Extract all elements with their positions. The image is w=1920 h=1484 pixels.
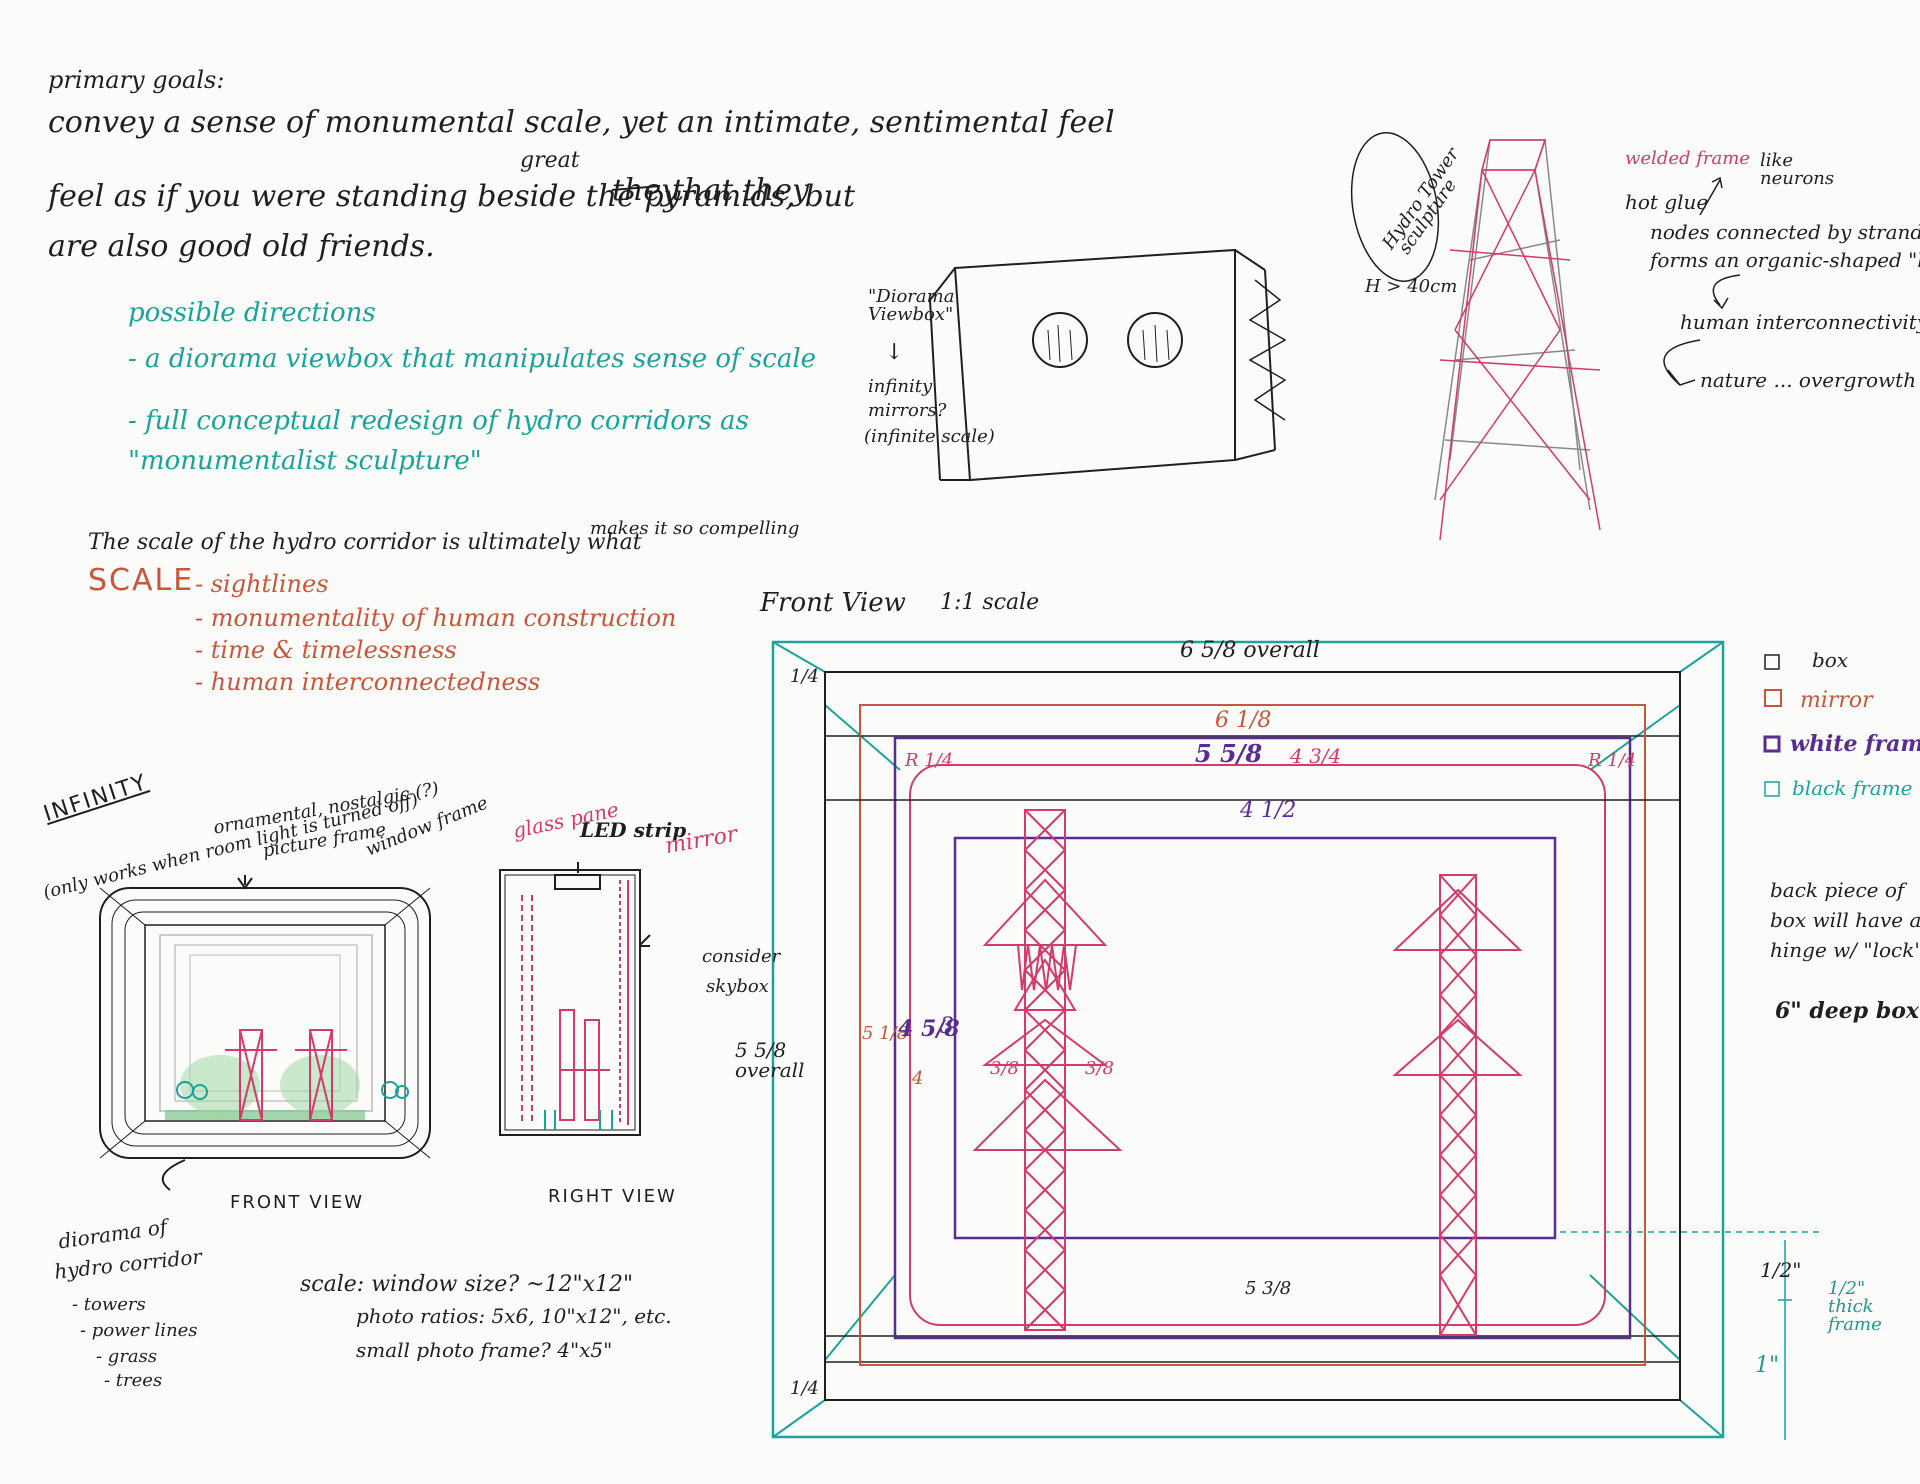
- dim-three-eighths-left: 3/8: [990, 1058, 1019, 1079]
- goal-line-2a: feel as if you were standing beside the …: [48, 179, 856, 214]
- viewbox-label: "Diorama Viewbox": [868, 286, 955, 325]
- scale-item-4: - human interconnectedness: [195, 668, 541, 696]
- label-consider: consider: [702, 946, 781, 967]
- legend-box: box: [1812, 648, 1849, 672]
- dim-left-window: 4: [912, 1068, 924, 1089]
- viewbox-sketch: [929, 248, 1287, 482]
- scale-item-2: - monumentality of human construction: [195, 604, 677, 632]
- tower-lattice: forms an organic-shaped "lattice": [1650, 248, 1920, 272]
- depth-note: 6" deep box: [1775, 998, 1920, 1024]
- scale-note-1: scale: window size? ~12"x12": [300, 1272, 634, 1297]
- front-view-title: Front View: [760, 588, 906, 618]
- dim-left-frame: 4 5/8: [898, 1016, 960, 1042]
- dim-mirror-width: 6 1/8: [1215, 708, 1272, 733]
- goal-line-1: convey a sense of monumental scale, yet …: [48, 105, 1115, 140]
- directions-heading: possible directions: [128, 298, 376, 328]
- dim-overall-width: 6 5/8 overall: [1180, 638, 1320, 663]
- goal-insert-great: great: [520, 148, 580, 173]
- viewbox-note-1: infinity: [868, 376, 933, 397]
- tower-human: human interconnectivity,: [1680, 310, 1920, 334]
- tower-neurons: like neurons: [1760, 150, 1835, 189]
- dim-half-frame: 1/2" thick frame: [1828, 1278, 1882, 1335]
- diorama-label-5: - grass: [96, 1346, 158, 1367]
- viewbox-arrow: ↓: [885, 340, 904, 365]
- dim-quarter-top: 1/4: [790, 666, 819, 687]
- tower-nodes: nodes connected by strands: [1650, 220, 1920, 244]
- dim-one: 1": [1755, 1353, 1780, 1378]
- back-note-3: hinge w/ "lock": [1770, 938, 1920, 962]
- scale-note-3: small photo frame? 4"x5": [356, 1338, 613, 1362]
- goal-line-2b: that they: [672, 173, 809, 208]
- dim-quarter-bottom: 1/4: [790, 1378, 819, 1399]
- tower-welded: welded frame: [1625, 148, 1750, 169]
- dim-left-mirror: 5 1/8: [862, 1023, 909, 1044]
- diorama-label-4: - power lines: [80, 1320, 198, 1341]
- tower-nature: nature ... overgrowth: [1700, 368, 1917, 392]
- label-led-strip: LED strip: [580, 818, 687, 842]
- scale-note-2: photo ratios: 5x6, 10"x12", etc.: [356, 1304, 672, 1328]
- tower-hot-glue: hot glue: [1625, 190, 1709, 214]
- dim-window-width: 4 1/2: [1240, 798, 1297, 823]
- direction-2: - full conceptual redesign of hydro corr…: [128, 406, 749, 436]
- legend-mirror: mirror: [1800, 688, 1873, 713]
- goal-line-3: are also good old friends.: [48, 229, 435, 264]
- caption-right-view: RIGHT VIEW: [548, 1186, 677, 1207]
- direction-1: - a diorama viewbox that manipulates sen…: [128, 344, 817, 374]
- scale-line-b: makes it so compelling: [590, 518, 800, 539]
- dim-inner-width: 4 3/4: [1290, 744, 1342, 768]
- dim-half: 1/2": [1760, 1258, 1802, 1282]
- goals-heading: primary goals:: [48, 66, 225, 94]
- viewbox-note-3: (infinite scale): [864, 426, 995, 447]
- tower-height: H > 40cm: [1365, 276, 1458, 297]
- scale-item-1: - sightlines: [195, 570, 329, 598]
- dim-left-inner: 3: [940, 1014, 954, 1039]
- scale-heading: SCALE: [88, 563, 195, 598]
- dim-bottom-width: 5 3/8: [1245, 1278, 1292, 1299]
- front-view-drawing: [771, 640, 1820, 1440]
- back-note-2: box will have a: [1770, 908, 1920, 932]
- label-skybox: skybox: [706, 976, 769, 997]
- direction-3: "monumentalist sculpture": [128, 446, 482, 476]
- goal-line-2-strike: they: [612, 173, 679, 208]
- dim-radius-right: R 1/4: [1588, 750, 1637, 771]
- diorama-label-3: - towers: [72, 1294, 146, 1315]
- infinity-front-sketch: [99, 875, 431, 1191]
- dim-left-overall: 5 5/8 overall: [735, 1038, 805, 1082]
- scale-item-3: - time & timelessness: [195, 636, 457, 664]
- caption-front-view: FRONT VIEW: [230, 1192, 365, 1213]
- back-note-1: back piece of: [1770, 878, 1905, 902]
- legend-black-frame: black frame: [1792, 776, 1913, 800]
- diorama-label-6: - trees: [104, 1370, 163, 1391]
- tower-3d-sketch: [1350, 132, 1741, 541]
- front-view-scale: 1:1 scale: [940, 590, 1040, 615]
- scale-line-a: The scale of the hydro corridor is ultim…: [88, 530, 642, 555]
- viewbox-note-2: mirrors?: [868, 400, 947, 421]
- dim-frame-width: 5 5/8: [1195, 739, 1263, 768]
- infinity-right-sketch: [499, 862, 651, 1136]
- legend-white-frame: white frame: [1790, 731, 1920, 757]
- dim-three-eighths-right: 3/8: [1085, 1058, 1114, 1079]
- dim-radius-left: R 1/4: [905, 750, 954, 771]
